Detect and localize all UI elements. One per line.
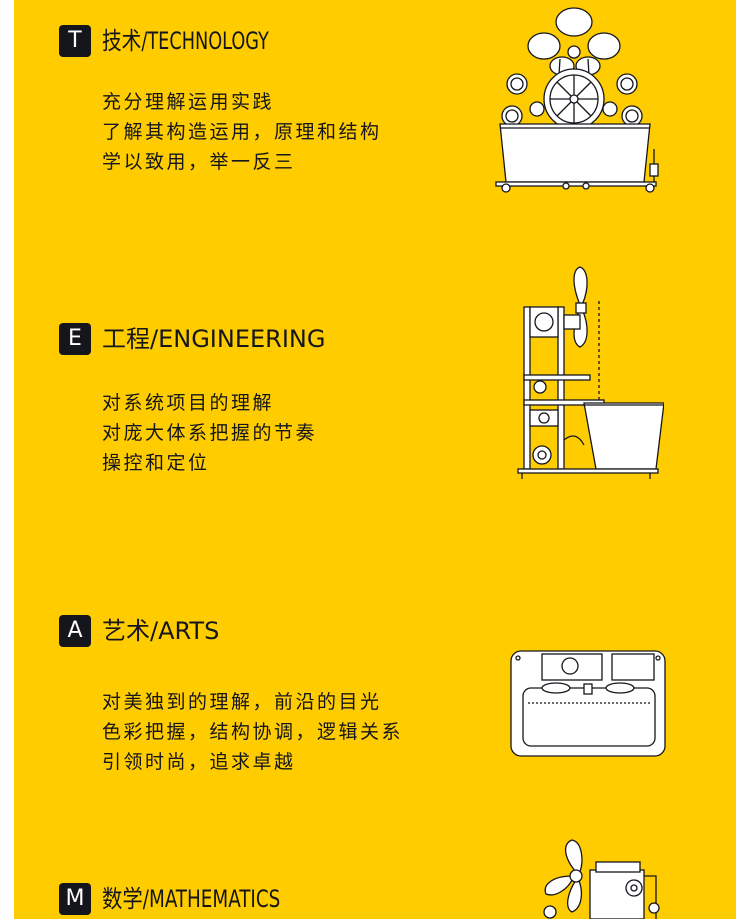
description-line: 学以致用，举一反三 <box>102 151 296 173</box>
fan-motor-icon <box>532 832 672 919</box>
description-line: 对系统项目的理解 <box>102 392 275 414</box>
section-description: 对系统项目的理解 对庞大体系把握的节奏 操控和定位 <box>102 388 317 478</box>
description-line: 对美独到的理解，前沿的目光 <box>102 691 382 713</box>
machine-top-view-icon <box>508 648 668 760</box>
section-title: 技术/TECHNOLOGY <box>102 27 269 55</box>
section-description: 充分理解运用实践 了解其构造运用，原理和结构 学以致用，举一反三 <box>102 87 382 177</box>
section-badge: A <box>59 615 91 647</box>
section-description: 对美独到的理解，前沿的目光 色彩把握，结构协调，逻辑关系 引领时尚，追求卓越 <box>102 687 403 777</box>
section-badge: M <box>59 883 91 915</box>
section-title: 数学/MATHEMATICS <box>102 885 281 913</box>
machine-side-view-icon <box>514 265 664 483</box>
description-line: 充分理解运用实践 <box>102 91 275 113</box>
steam-poster: T 技术/TECHNOLOGY 充分理解运用实践 了解其构造运用，原理和结构 学… <box>14 0 736 919</box>
section-badge: T <box>59 25 91 57</box>
section-badge: E <box>59 323 91 355</box>
description-line: 色彩把握，结构协调，逻辑关系 <box>102 721 404 743</box>
section-title: 工程/ENGINEERING <box>102 325 326 353</box>
description-line: 操控和定位 <box>102 452 210 474</box>
description-line: 了解其构造运用，原理和结构 <box>102 121 382 143</box>
description-line: 引领时尚，追求卓越 <box>102 751 296 773</box>
description-line: 对庞大体系把握的节奏 <box>102 422 318 444</box>
bubble-machine-icon <box>482 4 667 194</box>
section-title: 艺术/ARTS <box>102 617 220 645</box>
